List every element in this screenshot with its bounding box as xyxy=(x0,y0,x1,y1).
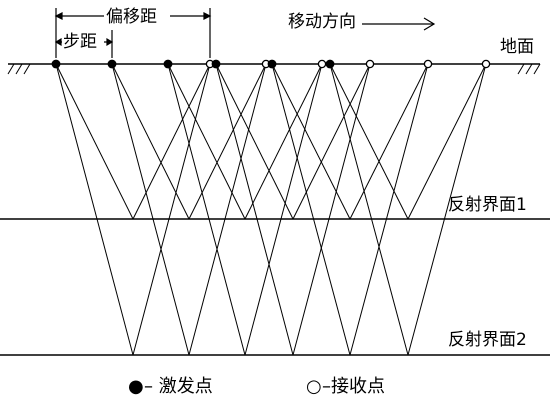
ground-label: 地面 xyxy=(500,37,534,57)
direction-arrow xyxy=(362,17,436,31)
receiver-legend-label: –接收点 xyxy=(322,376,385,397)
ray-segment xyxy=(111,63,190,356)
ray-segment xyxy=(407,63,487,220)
shot-point xyxy=(211,59,221,69)
ray-segment xyxy=(132,63,211,220)
ray-segment xyxy=(167,63,246,220)
step-label-bg xyxy=(62,31,104,50)
step-label: 步距 xyxy=(63,32,97,52)
ray-segment xyxy=(132,63,211,356)
ground-hatch-right xyxy=(517,63,541,75)
ray-segment xyxy=(329,63,409,220)
shot-point xyxy=(325,59,335,69)
ray-paths xyxy=(55,63,487,356)
ray-segment xyxy=(167,63,246,356)
receiver-point xyxy=(481,59,491,69)
reflector-1-label: 反射界面1 xyxy=(448,195,527,215)
direction-label: 移动方向 xyxy=(288,12,356,32)
ground-hatch-left xyxy=(7,63,31,75)
shot-legend-label: – 激发点 xyxy=(144,376,213,397)
ray-segment xyxy=(292,63,371,220)
ray-segment xyxy=(329,63,409,356)
receiver-point xyxy=(317,59,327,69)
ray-segment xyxy=(55,63,134,220)
receiver-point xyxy=(423,59,433,69)
shot-point xyxy=(107,59,117,69)
offset-label: 偏移距 xyxy=(106,7,157,27)
shot-point xyxy=(163,59,173,69)
ray-segment xyxy=(292,63,371,356)
ray-segment xyxy=(215,63,294,220)
shot-legend-icon: ● xyxy=(128,376,144,397)
reflector-2-label: 反射界面2 xyxy=(448,330,527,350)
ray-segment xyxy=(407,63,487,356)
shot-point xyxy=(267,59,277,69)
ray-segment xyxy=(244,63,323,220)
ray-segment xyxy=(55,63,134,356)
receiver-point xyxy=(365,59,375,69)
ray-segment xyxy=(188,63,267,356)
ray-segment xyxy=(271,63,351,220)
ray-segment xyxy=(271,63,351,356)
ray-segment xyxy=(111,63,190,220)
ray-segment xyxy=(244,63,323,356)
receiver-legend-icon: ○ xyxy=(306,376,322,397)
ray-segment xyxy=(349,63,429,220)
offset-label-bg xyxy=(104,5,170,25)
ray-segment xyxy=(349,63,429,356)
station-markers xyxy=(51,59,491,69)
ray-segment xyxy=(215,63,294,356)
shot-point xyxy=(51,59,61,69)
